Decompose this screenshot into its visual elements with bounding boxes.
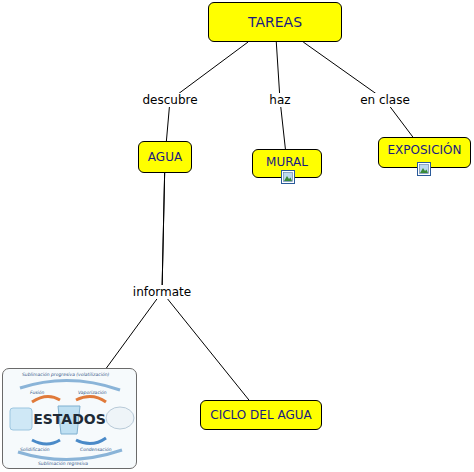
link-line [106,173,164,368]
linking-phrase: descubre [140,93,199,107]
icon-hill [284,176,292,181]
process-label: Fusión [30,390,44,395]
concept-box: AGUA [138,141,192,173]
icon-hill [420,168,428,173]
ice-cube [10,408,32,430]
process-label: Vaporización [78,390,107,395]
linking-phrase: haz [267,93,292,107]
image-concept: ESTADOS [2,368,137,469]
node-text: AGUA [148,150,182,164]
arrow-band [32,440,60,444]
image-icon [281,170,295,184]
arrow-band [76,438,106,444]
process-label: Sublimación progresiva (volatilización) [22,372,109,377]
node-text: CICLO DEL AGUA [210,408,311,422]
process-label: Condensación [80,447,112,452]
image-icon [417,162,431,176]
process-label: Solidificación [20,447,50,452]
process-label: Sublimación regresiva [38,461,88,466]
icon-picture [420,165,429,174]
link-line [303,42,413,137]
linking-phrase: en clase [358,93,412,107]
arrow-band [76,396,106,402]
illustration-bg [3,369,136,468]
root-concept: TAREAS [208,2,342,42]
linking-phrase: informate [131,285,193,299]
arrow-band [20,380,120,390]
node-text: ESTADOS [33,411,106,427]
link-line [166,42,248,141]
concept-box: CICLO DEL AGUA [200,400,322,430]
icon-frame [418,163,431,176]
icon-frame [282,171,295,184]
node-text: EXPOSICIÓN [388,143,462,157]
arrow-band [32,396,60,402]
icon-picture [284,173,293,182]
node-text: TAREAS [248,14,302,30]
node-text: MURAL [266,155,308,169]
vapor-cloud [106,407,134,429]
